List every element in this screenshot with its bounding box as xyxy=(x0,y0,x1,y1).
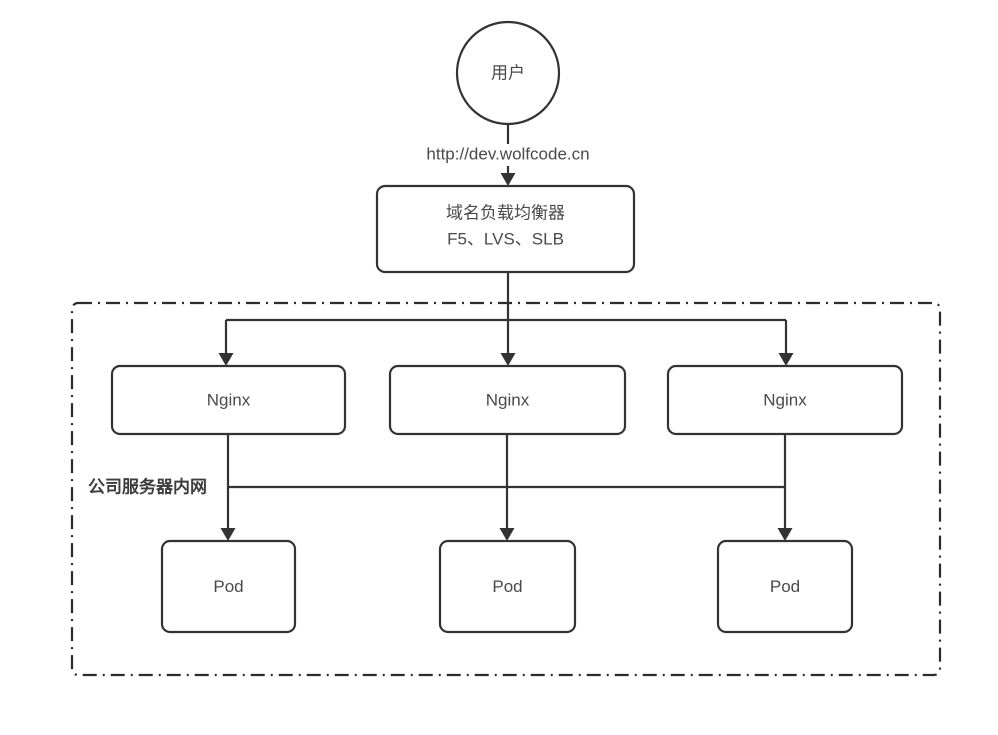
pod-node-2[interactable] xyxy=(438,539,577,634)
load-balancer-label-primary: 域名负载均衡器 xyxy=(446,203,565,222)
pod-node-label-2: Pod xyxy=(492,577,522,596)
arrowhead-bus-drop-3 xyxy=(778,353,794,366)
arrowhead-bus-drop-2 xyxy=(500,353,516,366)
load-balancer-node[interactable] xyxy=(375,184,636,274)
pod-node-label-1: Pod xyxy=(213,577,243,596)
nginx-to-pod-edges xyxy=(220,434,793,541)
arrowhead-nginx-to-pod-1 xyxy=(220,528,236,541)
request-url-label: http://dev.wolfcode.cn xyxy=(426,144,589,163)
pod-node-label-3: Pod xyxy=(770,577,800,596)
internal-network-zone xyxy=(70,301,942,677)
pod-node-group: Pod Pod Pod xyxy=(160,539,854,634)
bus-drop-edges xyxy=(218,320,794,366)
arrowhead-user-to-load-balancer xyxy=(500,173,516,186)
internal-network-label: 公司服务器内网 xyxy=(88,476,207,496)
internal-network-label-background xyxy=(78,476,212,500)
nginx-node-group: Nginx Nginx Nginx xyxy=(110,364,904,436)
nginx-node-label-1: Nginx xyxy=(207,390,251,409)
pod-node-1[interactable] xyxy=(160,539,297,634)
pod-node-3[interactable] xyxy=(716,539,854,634)
nginx-node-label-3: Nginx xyxy=(763,390,807,409)
user-node-label: 用户 xyxy=(491,63,525,82)
nginx-node-label-2: Nginx xyxy=(486,390,530,409)
arrowhead-nginx-to-pod-2 xyxy=(499,528,515,541)
arrowhead-bus-drop-1 xyxy=(218,353,234,366)
arrowhead-nginx-to-pod-3 xyxy=(777,528,793,541)
url-label-background xyxy=(403,144,613,166)
load-balancer-label-secondary: F5、LVS、SLB xyxy=(447,229,564,248)
